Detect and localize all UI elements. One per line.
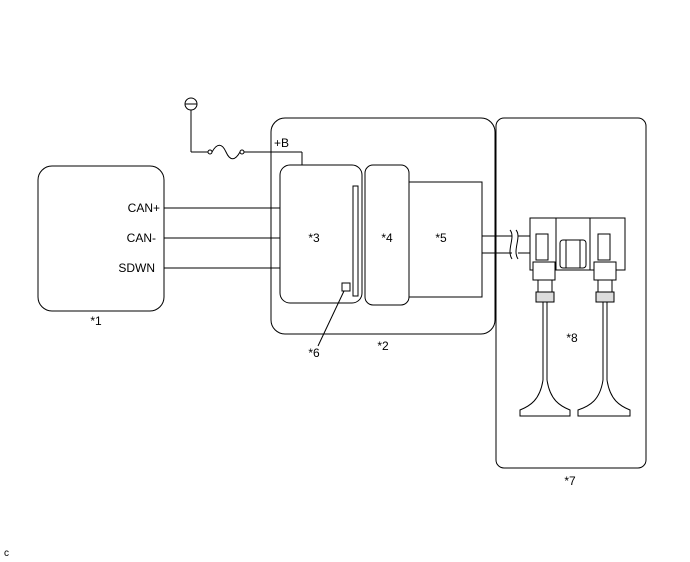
label-engine-side: *7 xyxy=(564,474,576,488)
control-unit-box xyxy=(279,164,363,304)
valve-left xyxy=(519,233,571,417)
label-sensor: *6 xyxy=(308,346,320,360)
motor-unit-box xyxy=(408,181,483,298)
circuit-board-strip xyxy=(352,185,359,297)
engine-side-box xyxy=(495,117,647,469)
sensor-leader-line xyxy=(317,290,345,347)
sensor-chip xyxy=(341,282,351,292)
camshaft-body xyxy=(529,217,626,271)
fuse-icon-right xyxy=(239,149,245,155)
shaft-break-right xyxy=(515,229,519,260)
label-actuator-assembly: *2 xyxy=(377,339,389,353)
terminal-shutdown: SDWN xyxy=(118,261,155,275)
label-driver-unit: *4 xyxy=(381,231,393,245)
camshaft-journal xyxy=(559,239,587,269)
shaft-break-left xyxy=(509,229,513,260)
label-control-unit: *3 xyxy=(308,231,320,245)
terminal-can-low: CAN- xyxy=(127,231,156,245)
fuse-icon-left xyxy=(207,149,213,155)
valve-right xyxy=(577,233,631,417)
label-motor-unit: *5 xyxy=(435,231,447,245)
fuse-icon xyxy=(211,144,241,160)
terminal-can-high: CAN+ xyxy=(128,201,160,215)
label-valves: *8 xyxy=(566,331,578,345)
label-ecu: *1 xyxy=(90,314,102,328)
terminal-power: +B xyxy=(274,136,289,150)
actuator-assembly-box xyxy=(270,117,496,335)
corner-mark: c xyxy=(4,548,9,559)
